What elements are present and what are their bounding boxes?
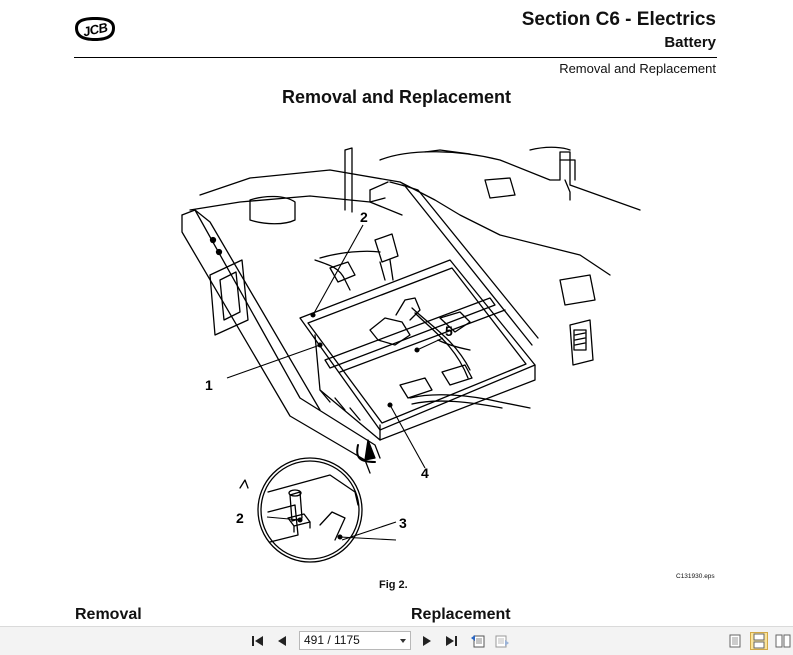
facing-view-icon[interactable] bbox=[775, 633, 791, 649]
jcb-logo: JCB bbox=[72, 14, 118, 44]
callout-2: 2 bbox=[360, 209, 368, 225]
viewer-toolbar: 491 / 1175 bbox=[0, 626, 793, 655]
breadcrumb: Removal and Replacement bbox=[559, 61, 716, 76]
header-divider bbox=[74, 57, 717, 58]
inset-callout-3: 3 bbox=[399, 515, 407, 531]
callout-5: 5 bbox=[445, 323, 453, 339]
go-forward-icon[interactable] bbox=[494, 633, 510, 649]
section-title: Section C6 - Electrics bbox=[521, 9, 716, 30]
document-page: JCB Section C6 - Electrics Battery Remov… bbox=[72, 9, 730, 623]
continuous-view-icon[interactable] bbox=[750, 632, 768, 650]
go-back-icon[interactable] bbox=[470, 633, 486, 649]
last-page-icon[interactable] bbox=[443, 633, 459, 649]
battery-figure: 1 2 4 5 2 3 bbox=[170, 140, 730, 570]
page-indicator: 491 / 1175 bbox=[304, 633, 360, 647]
page-heading: Removal and Replacement bbox=[281, 87, 512, 107]
chevron-down-icon bbox=[400, 639, 406, 643]
next-page-icon[interactable] bbox=[419, 633, 435, 649]
figure-caption: Fig 2. bbox=[379, 579, 408, 591]
first-page-icon[interactable] bbox=[250, 633, 266, 649]
replacement-heading: Replacement bbox=[411, 606, 511, 623]
page-number-select[interactable]: 491 / 1175 bbox=[299, 631, 411, 650]
removal-heading: Removal bbox=[75, 606, 142, 623]
inset-callout-2: 2 bbox=[236, 510, 244, 526]
svg-text:JCB: JCB bbox=[82, 20, 109, 40]
callout-4: 4 bbox=[421, 465, 429, 481]
callout-1: 1 bbox=[205, 377, 213, 393]
figure-file-ref: C131930.eps bbox=[676, 573, 715, 580]
section-subtitle: Battery bbox=[664, 34, 716, 51]
single-page-view-icon[interactable] bbox=[727, 633, 743, 649]
prev-page-icon[interactable] bbox=[274, 633, 290, 649]
